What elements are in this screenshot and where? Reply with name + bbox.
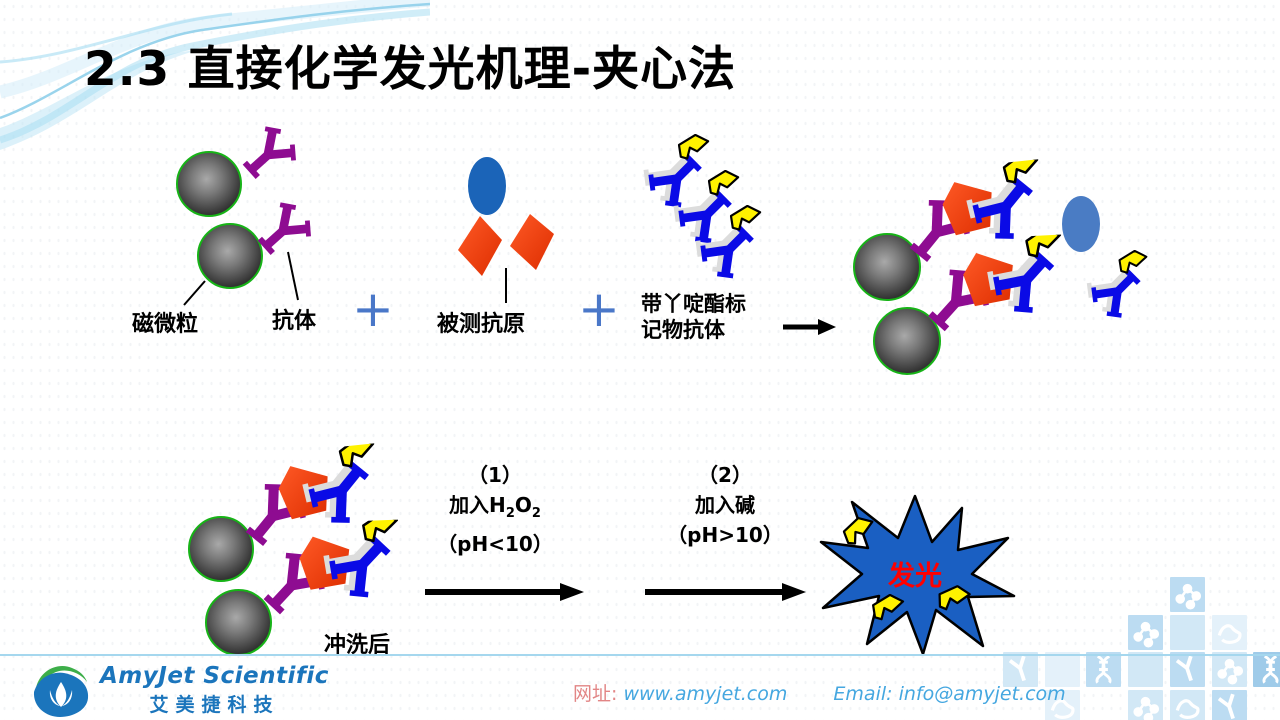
plus-sign: +: [352, 280, 394, 338]
email-address: info@amyjet.com: [898, 683, 1066, 705]
sandwich-complex: [919, 234, 1074, 342]
step1-text: （1） 加入H2O2 （pH<10）: [437, 463, 553, 556]
magnetic-bead: [197, 223, 263, 289]
acridinium-flag-icon: [872, 594, 905, 621]
plain-tile: [1169, 614, 1205, 650]
magnetic-bead: [873, 307, 941, 375]
email-label: Email:: [833, 683, 893, 705]
plus-sign: +: [578, 280, 620, 338]
labeled-antibody-icon: [686, 205, 764, 283]
amyjet-logo-icon: [33, 666, 89, 717]
antibody-tile-icon: [1211, 689, 1247, 720]
company-name-en: AmyJet Scientific: [100, 663, 329, 689]
wave-decoration: [0, 0, 430, 150]
company-name-cn: 艾美捷科技: [149, 694, 280, 716]
molecule-tile-icon: [1211, 652, 1247, 688]
dna-tile-icon: [1253, 652, 1280, 688]
molecule-tile-icon: [1169, 577, 1205, 612]
labeled-antibody-label: 带丫啶酯标 记物抗体: [641, 292, 746, 342]
antibody-label: 抗体: [272, 309, 317, 334]
dna-tile-icon: [1086, 652, 1122, 688]
footer-divider: [0, 654, 1280, 656]
tested-antigen-label: 被测抗原: [437, 312, 526, 337]
site-label: 网址:: [573, 683, 618, 705]
molecule-tile-icon: [1128, 614, 1164, 650]
magnetic-bead: [176, 151, 242, 217]
company-name: AmyJet Scientific 艾美捷科技: [100, 663, 329, 717]
sandwich-complex: [256, 519, 409, 624]
protein-tile-icon: [1169, 689, 1205, 720]
after-wash-label: 冲洗后: [324, 633, 391, 658]
free-antigen-ellipse: [1062, 196, 1100, 252]
plain-tile: [1128, 652, 1164, 688]
luminescence-label: 发光: [887, 560, 942, 592]
footer-contact: 网址: www.amyjet.com Email: info@amyjet.co…: [573, 679, 1066, 706]
free-labeled-antibody-icon: [1078, 250, 1150, 322]
magnetic-bead: [853, 233, 921, 301]
antibody-tile-icon: [1169, 652, 1205, 688]
antigen-ellipse: [468, 157, 506, 215]
antigen-diamond: [458, 214, 554, 276]
slide-title: 2.3 直接化学发光机理-夹心法: [84, 42, 737, 97]
capture-antibody-icon: [256, 200, 314, 258]
step2-text: （2） 加入碱 （pH>10）: [667, 463, 783, 547]
luminescence-burst: 发光: [819, 494, 1016, 656]
acridinium-flag-icon: [936, 583, 972, 613]
capture-antibody-icon: [241, 124, 299, 182]
magnetic-particle-label: 磁微粒: [132, 312, 199, 337]
protein-tile-icon: [1211, 614, 1247, 650]
magnetic-bead: [188, 516, 254, 582]
molecule-tile-icon: [1128, 689, 1164, 720]
site-url: www.amyjet.com: [623, 683, 788, 705]
